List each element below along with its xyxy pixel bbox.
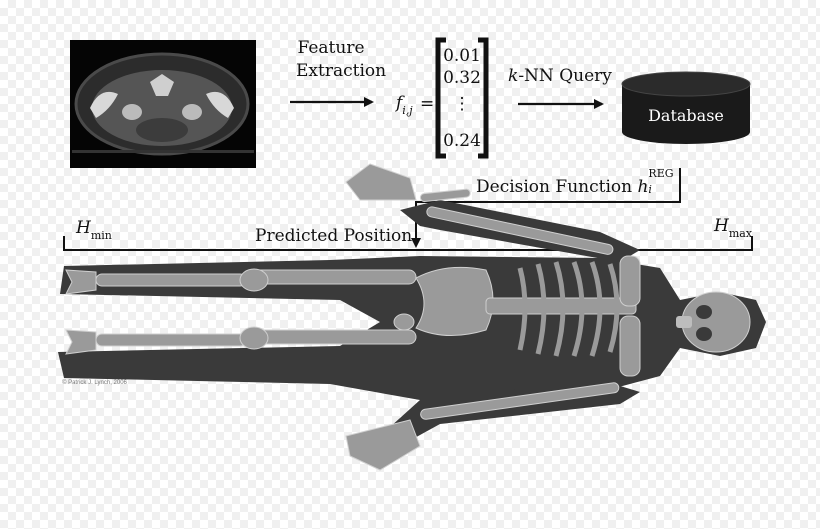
- h-superscript: REG: [648, 167, 674, 180]
- vector-brackets: [435, 37, 489, 159]
- h-subscript: i: [648, 183, 652, 196]
- hmax-subscript: max: [728, 227, 753, 240]
- hmin-symbol: H: [76, 218, 91, 238]
- database-cylinder: [621, 71, 751, 144]
- illustration-credit: © Patrick J. Lynch, 2006: [62, 380, 127, 386]
- feature-symbol: fi,j: [396, 93, 413, 117]
- hmin-label: Hmin: [76, 218, 112, 242]
- knn-k: k: [508, 66, 519, 86]
- knn-query-label: k-NN Query: [508, 68, 612, 85]
- predicted-position-label: Predicted Position: [255, 226, 413, 246]
- ct-scan-image: [70, 40, 256, 168]
- f-symbol: f: [396, 93, 403, 113]
- knn-rest: -NN Query: [518, 66, 612, 86]
- h-scripts: REG i: [648, 168, 674, 196]
- vector-value-1: 0.01: [443, 46, 481, 66]
- vector-value-2: 0.32: [443, 68, 481, 88]
- feature-label-line2: Extraction: [296, 61, 387, 81]
- hmax-symbol: H: [714, 216, 729, 236]
- h-symbol: h: [637, 177, 649, 197]
- equals-sign: =: [420, 94, 435, 114]
- decision-text: Decision Function: [476, 177, 638, 197]
- hmax-label: Hmax: [714, 216, 752, 240]
- vector-value-4: 0.24: [443, 131, 481, 151]
- skull: [676, 291, 751, 353]
- feature-extraction-label: Feature Extraction: [296, 38, 387, 81]
- feature-label-line1: Feature: [297, 38, 365, 58]
- database-label: Database: [648, 106, 724, 125]
- f-subscript: i,j: [402, 104, 413, 117]
- height-scale: [63, 236, 753, 251]
- hmin-subscript: min: [90, 229, 112, 242]
- skeleton-illustration: [58, 163, 766, 471]
- vector-ellipsis: ⋮: [453, 94, 471, 114]
